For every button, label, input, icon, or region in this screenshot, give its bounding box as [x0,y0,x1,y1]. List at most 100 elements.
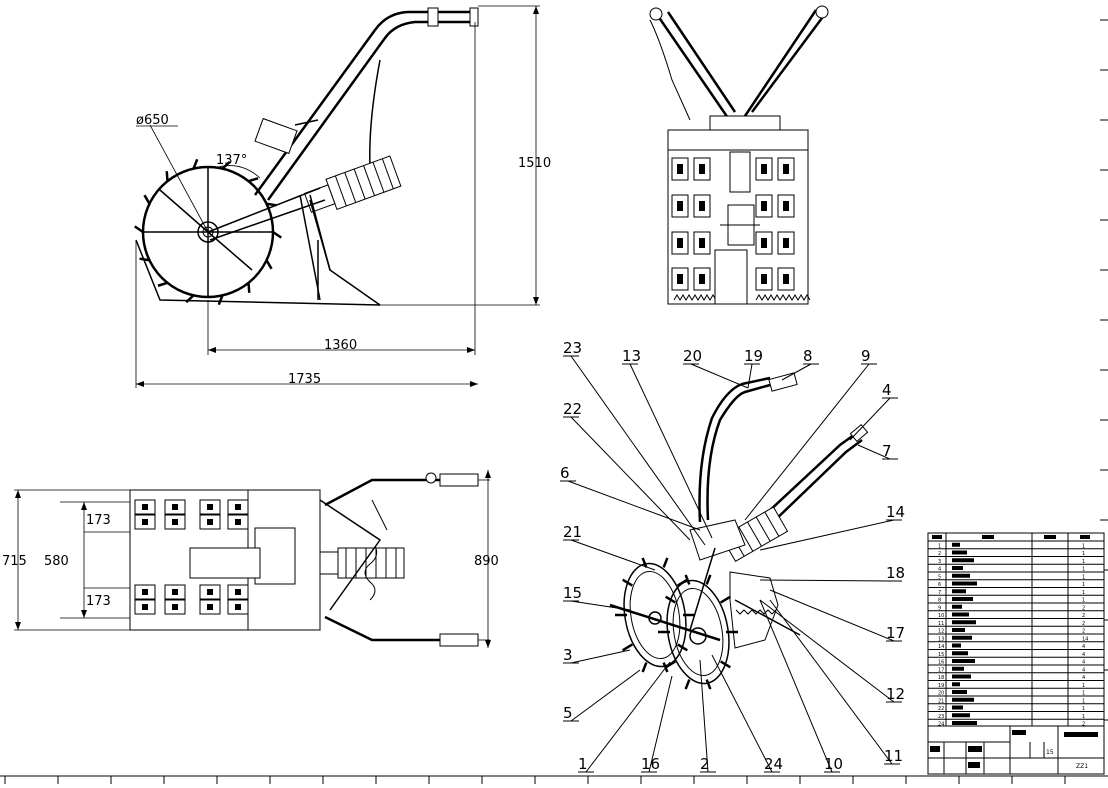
tine [641,557,648,568]
bom-row-qty: 1 [1082,590,1085,596]
dim-length-base: 1360 [324,338,357,353]
callout-17: 17 [886,624,905,642]
bom-row-qty: 1 [1082,683,1085,689]
tine-bolt [783,201,789,211]
bom-row-number: 9 [938,605,941,611]
tine [677,643,689,652]
bom-header-cell [1044,535,1056,539]
callout-11: 11 [884,747,903,765]
callout-leader [769,599,893,765]
title-code: ZZ1 [1076,763,1088,770]
bom-row-qty: 2 [1082,605,1085,611]
tine-bolt [783,164,789,174]
bom-row-name [952,651,968,656]
bom-row-name [952,635,972,640]
tine [217,294,224,306]
callout-leader [570,600,631,611]
bom-row-qty: 1 [1082,706,1085,712]
tine [664,595,676,604]
tine [684,574,691,585]
bom-row-qty: 1 [1082,574,1085,580]
tine-bolt [142,504,148,510]
bom-row-number: 5 [938,574,941,580]
callout-13: 13 [622,347,641,365]
callout-leader [759,599,895,703]
bom-row-qty: 1 [1082,598,1085,604]
tine-bolt [761,238,767,248]
callout-leader [629,363,713,539]
dim-height: 1510 [518,156,551,171]
callout-1: 1 [578,755,588,773]
callout-4: 4 [882,381,892,399]
tine-bolt [677,238,683,248]
callout-24: 24 [764,755,783,773]
bom-header-cell [982,535,994,539]
callout-10: 10 [824,755,843,773]
tine-bolt [235,589,241,595]
tine-bolt [172,519,178,525]
bom-row-number: 8 [938,598,941,604]
bom-row-name [952,713,970,718]
tine-bolt [142,604,148,610]
callout-23: 23 [563,339,582,357]
tine [248,177,259,183]
bom-row-name [952,589,966,594]
bom-row-number: 6 [938,582,941,588]
bom-row-name [952,620,976,625]
bom-row-name [952,604,962,609]
callout-leader [857,444,891,460]
bom-row-name [952,643,961,648]
tine-bolt [699,238,705,248]
tine-tips [755,294,811,301]
dim-length-top: 890 [474,554,499,569]
bom-row-qty: 2 [1082,722,1085,728]
tine-tips [673,294,723,301]
callout-leader [711,654,773,773]
tine [134,225,144,234]
tine-bolt [761,164,767,174]
bom-row-name [952,597,973,601]
tine-bolt [142,519,148,525]
front-view [649,5,829,305]
bom-row-number: 22 [938,706,944,712]
callout-leader [781,363,812,381]
bom-row-number: 17 [938,667,944,673]
callout-18: 18 [886,564,905,582]
tine-bolt [761,274,767,284]
bom-row-name [952,666,964,671]
tine-bolt [172,504,178,510]
callout-leader [759,599,833,773]
bom-row-number: 24 [938,722,944,728]
tine [705,679,712,690]
dim-angle: 137° [216,153,247,168]
bom-row-name [952,612,969,617]
bom-row-name [952,682,960,687]
bom-row-number: 1 [938,543,941,549]
bom-row-number: 19 [938,683,944,689]
callout-leader [570,416,691,541]
bom-row-qty: 1 [1082,559,1085,565]
tine-bolt [235,504,241,510]
callout-leader [699,659,709,773]
tine [641,662,648,673]
top-view: 173 173 580 715 890 [2,470,499,648]
callout-leader [759,579,895,582]
tine [684,679,691,690]
dim-mid: 580 [44,554,69,569]
bom-row-number: 16 [938,660,944,666]
bom-row-qty: 2 [1082,621,1085,627]
tine-bolt [207,589,213,595]
bom-row-qty: 2 [1082,613,1085,619]
tine [265,259,273,270]
title-scale: 15 [1046,749,1054,756]
callout-7: 7 [882,442,892,460]
tine [272,230,282,239]
bom-row-qty: 1 [1082,543,1085,549]
tine [705,574,712,585]
callout-20: 20 [683,347,702,365]
bom-row-name [952,697,974,702]
